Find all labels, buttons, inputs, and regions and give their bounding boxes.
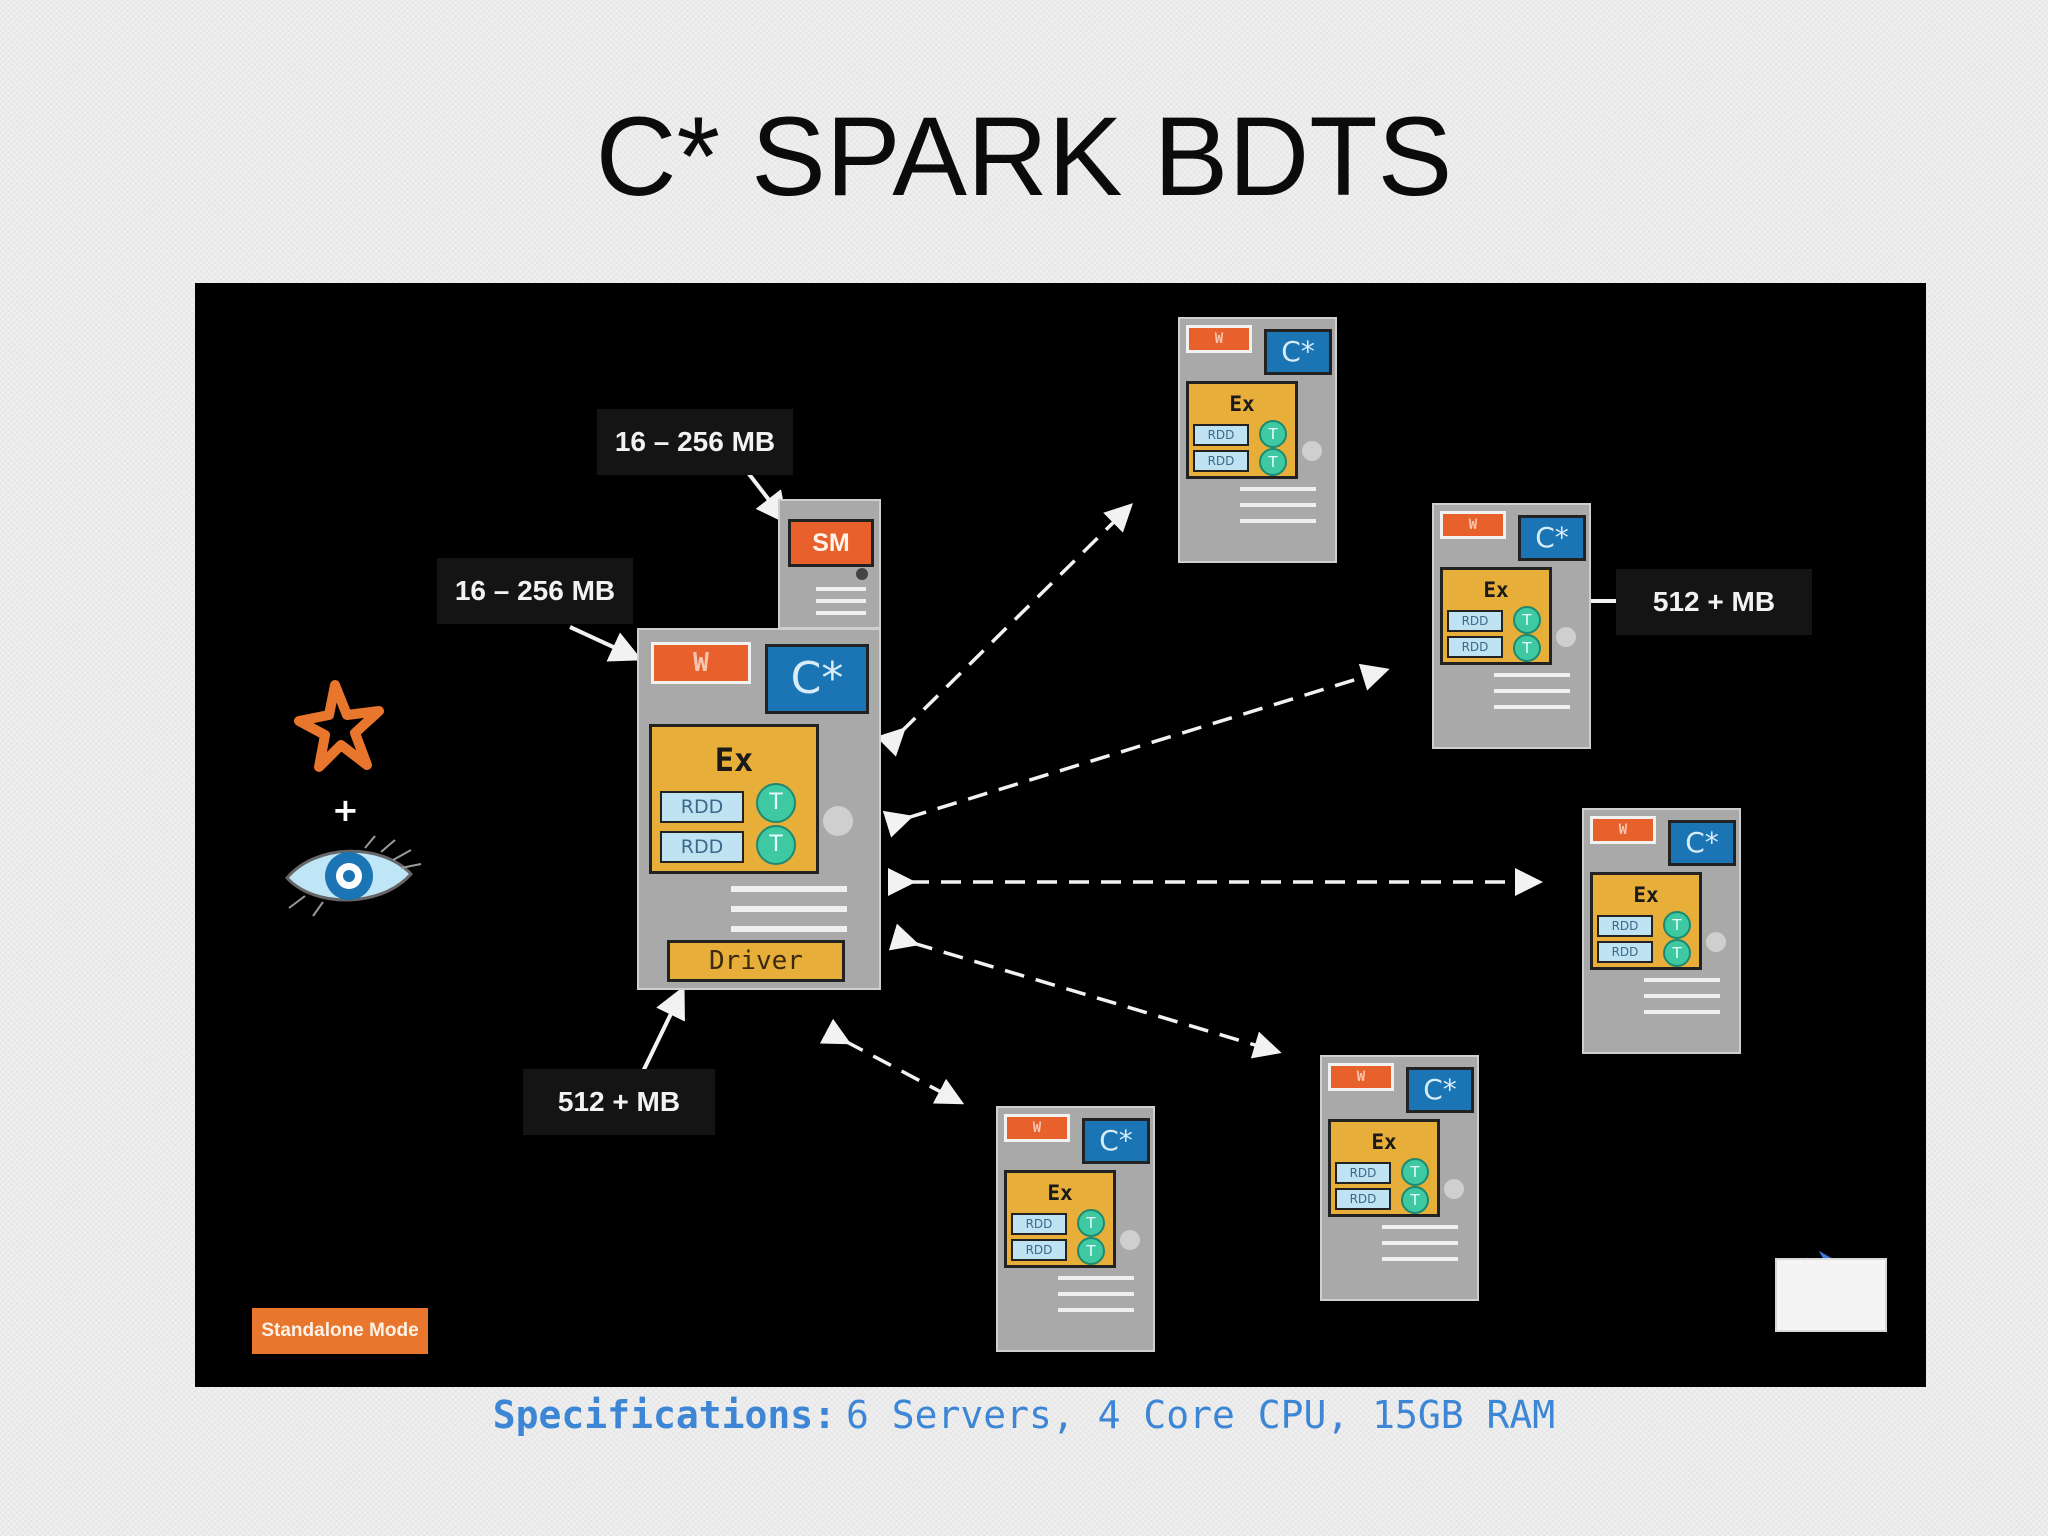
architecture-diagram: + 16 – 256 MB 16 – 256 MB 512 + MB 512 +… (195, 283, 1926, 1387)
callout-sm-memory: 16 – 256 MB (597, 409, 793, 475)
task-circle: T (1513, 606, 1541, 634)
task-circle: T (1401, 1158, 1429, 1186)
executor-box: Ex RDD RDD T T (1590, 872, 1702, 970)
spark-master-server: SM (778, 499, 881, 629)
worker-badge: W (1590, 816, 1656, 844)
task-circle: T (1513, 634, 1541, 662)
executor-box: Ex RDD RDD T T (1186, 381, 1298, 479)
worker-node-upper-right: W C* Ex RDD RDD T T (1432, 503, 1591, 749)
rdd-block: RDD (1193, 450, 1249, 472)
rdd-block: RDD (1447, 636, 1503, 658)
worker-node-bottom: W C* Ex RDD RDD T T (996, 1106, 1155, 1352)
arrow-to-node-bottom (819, 1018, 965, 1105)
executor-label: Ex (1483, 578, 1509, 602)
rdd-block: RDD (1447, 610, 1503, 632)
executor-label: Ex (1047, 1181, 1073, 1205)
callout-driver-memory: 512 + MB (523, 1069, 715, 1135)
task-circle: T (1663, 939, 1691, 967)
specifications-line: Specifications:6 Servers, 4 Core CPU, 15… (0, 1387, 2048, 1443)
worker-badge: W (1004, 1114, 1070, 1142)
rdd-block: RDD (1597, 941, 1653, 963)
arrow-to-node-upper-right (882, 663, 1390, 838)
worker-node-lower-right: W C* Ex RDD RDD T T (1320, 1055, 1479, 1301)
callout-executor-memory: 512 + MB (1616, 569, 1812, 635)
spark-master-label: SM (788, 519, 874, 567)
task-circle: T (1259, 420, 1287, 448)
arrow-to-node-lower-right (888, 923, 1282, 1059)
cassandra-badge: C* (1668, 820, 1736, 866)
arrow-to-node-top (876, 503, 1133, 757)
cassandra-badge: C* (765, 644, 869, 714)
slide-title: C* SPARK BDTS (595, 94, 1453, 219)
rdd-block: RDD (1335, 1188, 1391, 1210)
task-circle: T (756, 783, 796, 823)
task-circle: T (756, 825, 796, 865)
rdd-block: RDD (660, 831, 744, 863)
spark-star-icon (294, 680, 384, 772)
executor-label: Ex (1371, 1130, 1397, 1154)
rdd-block: RDD (1193, 424, 1249, 446)
plus-sign: + (332, 791, 359, 829)
worker-badge: W (1186, 325, 1252, 353)
worker-node-top: W C* Ex RDD RDD T T (1178, 317, 1337, 563)
task-circle: T (1401, 1186, 1429, 1214)
pointer-worker-memory (569, 625, 643, 662)
task-circle: T (1259, 448, 1287, 476)
google-cloud-platform-badge (1775, 1258, 1887, 1332)
callout-worker-memory: 16 – 256 MB (437, 558, 633, 624)
cassandra-badge: C* (1082, 1118, 1150, 1164)
executor-label: Ex (714, 741, 754, 779)
executor-box: Ex RDD RDD T T (1004, 1170, 1116, 1268)
cassandra-badge: C* (1264, 329, 1332, 375)
driver-node: W C* Ex RDD RDD T T Driver (637, 628, 881, 990)
executor-box: Ex RDD RDD T T (649, 724, 819, 874)
worker-badge: W (651, 642, 751, 684)
specifications-label: Specifications: (492, 1393, 836, 1437)
rdd-block: RDD (1597, 915, 1653, 937)
worker-badge: W (1440, 511, 1506, 539)
executor-label: Ex (1229, 392, 1255, 416)
rdd-block: RDD (660, 791, 744, 823)
specifications-value: 6 Servers, 4 Core CPU, 15GB RAM (845, 1393, 1556, 1437)
rdd-block: RDD (1011, 1213, 1067, 1235)
cassandra-badge: C* (1518, 515, 1586, 561)
executor-box: Ex RDD RDD T T (1440, 567, 1552, 665)
worker-node-right: W C* Ex RDD RDD T T (1582, 808, 1741, 1054)
worker-badge: W (1328, 1063, 1394, 1091)
driver-label: Driver (667, 940, 845, 982)
executor-label: Ex (1633, 883, 1659, 907)
cassandra-badge: C* (1406, 1067, 1474, 1113)
standalone-mode-badge: Standalone Mode (252, 1308, 428, 1354)
executor-box: Ex RDD RDD T T (1328, 1119, 1440, 1217)
task-circle: T (1077, 1209, 1105, 1237)
rdd-block: RDD (1011, 1239, 1067, 1261)
task-circle: T (1077, 1237, 1105, 1265)
rdd-block: RDD (1335, 1162, 1391, 1184)
cassandra-eye-icon (285, 835, 422, 917)
task-circle: T (1663, 911, 1691, 939)
